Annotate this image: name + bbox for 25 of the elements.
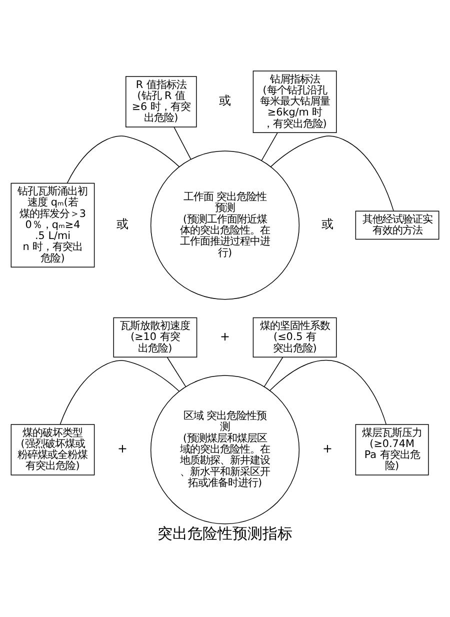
node-box: 煤的坚固性系数 (≤0.5 有突出危险) <box>252 317 337 358</box>
connector <box>60 360 180 425</box>
node-box: 钻孔瓦斯涌出初速度 qₘ(若煤的挥发分＞30％，qₘ≥4.5 L/min 时，有突出危险) <box>10 182 95 268</box>
label: + <box>118 442 128 456</box>
label: 或 <box>116 217 129 232</box>
connector <box>261 132 278 161</box>
node-box: 瓦斯放散初速度 (≥10 有突出危险) <box>113 317 198 358</box>
connector <box>269 360 387 425</box>
node-box: R 值指标法 (钻孔 R 值≥6 时，有突出危险) <box>126 76 197 128</box>
node-box: 钻屑指标法 (每个钻孔沿孔每米最大钻屑量≥6kg/m 时，有突出危险) <box>252 70 337 133</box>
node-box: 煤层瓦斯压力 (≥0.74MPa 有突出危险) <box>355 424 429 476</box>
node-box: 煤的破坏类型 (强烈破坏煤或粉碎煤或全粉煤有突出危险) <box>10 424 95 476</box>
connector <box>66 136 180 184</box>
connector <box>270 136 394 212</box>
connector <box>174 126 192 160</box>
node-box: 其他经试验证实有效的方法 <box>355 210 440 240</box>
node-circle: 工作面 突出危险性预测 (预测工作面附近煤体的突出危险性。在工作面推进过程中进行) <box>150 150 300 300</box>
label: + <box>220 329 230 344</box>
caption: 突出危险性预测指标 <box>158 524 292 543</box>
node-circle: 区域 突出危险性预测 (预测煤层和煤层区域的突出危险性。在地质勘探、新井建设、新水平和新采区开拓或准备时进行) <box>150 375 300 524</box>
label: 或 <box>321 217 334 232</box>
connector <box>264 356 284 388</box>
label: 或 <box>219 94 231 108</box>
label: + <box>322 442 332 456</box>
connector <box>166 356 186 388</box>
